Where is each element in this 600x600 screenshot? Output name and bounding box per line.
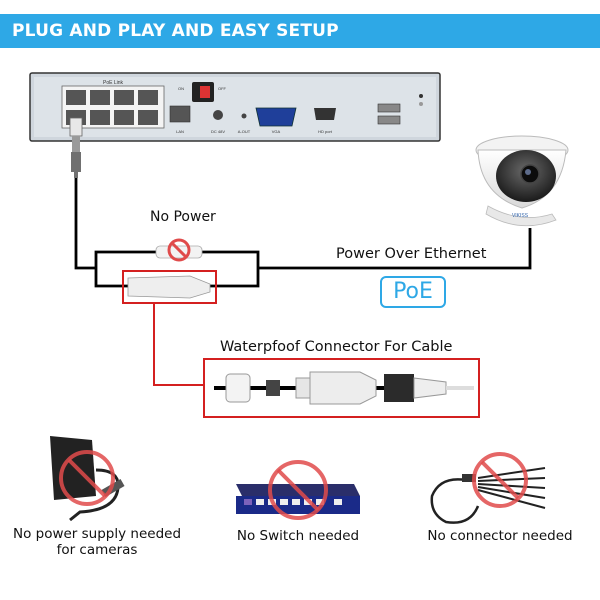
vga-label: VGA <box>272 129 281 134</box>
hdmi-port <box>314 108 336 120</box>
ethernet-cable <box>74 178 532 288</box>
waterproof-connector-assembly <box>214 371 474 405</box>
cable-splitter <box>127 275 211 299</box>
usb-port-2 <box>377 115 401 125</box>
on-label: ON <box>178 86 184 91</box>
switch-caption: No Switch needed <box>236 528 360 544</box>
header-banner: PLUG AND PLAY AND EASY SETUP <box>0 14 600 48</box>
power-supply-caption-line2: for cameras <box>56 542 138 558</box>
network-switch <box>236 460 360 520</box>
power-supply-caption: No power supply needed for cameras <box>2 526 192 558</box>
nvr-device: PoE Link LAN ON OFF DC 48V A-OUT VGA HD … <box>29 72 441 142</box>
off-label: OFF <box>218 86 227 91</box>
dc-jack <box>213 110 223 120</box>
no-switch-prohibit-slash <box>276 468 320 512</box>
lan-port <box>169 105 191 123</box>
power-splitter <box>430 452 546 524</box>
no-power-label: No Power <box>150 209 216 225</box>
power-supply-caption-line1: No power supply needed <box>12 526 182 542</box>
ground-screw-2 <box>419 102 423 106</box>
waterproof-link <box>122 270 480 418</box>
no-power-supply-prohibit-slash <box>67 458 107 498</box>
waterproof-connector-label: Waterpfoof Connector For Cable <box>220 339 453 355</box>
vga-port <box>255 107 297 127</box>
power-adapter <box>50 436 125 522</box>
audio-jack <box>241 113 247 119</box>
no-switch-prohibit-icon <box>268 460 328 520</box>
lan-label: LAN <box>176 129 184 134</box>
connector-caption: No connector needed <box>427 528 573 544</box>
power-plug <box>155 238 203 262</box>
poe-badge: PoE <box>380 276 446 308</box>
dc-label: DC 48V <box>211 129 225 134</box>
rj45-plug <box>69 117 83 178</box>
hdmi-label: HD port <box>318 129 333 134</box>
audio-label: A-OUT <box>238 129 251 134</box>
no-connector-prohibit-icon <box>472 452 528 508</box>
power-over-ethernet-label: Power Over Ethernet <box>336 246 487 262</box>
camera-logo: VIKISS <box>512 213 529 219</box>
banner-title: PLUG AND PLAY AND EASY SETUP <box>12 21 339 41</box>
no-connector-prohibit-slash <box>480 460 520 500</box>
poe-link-label: PoE Link <box>103 80 124 86</box>
usb-port-1 <box>377 103 401 113</box>
power-switch-rocker <box>200 86 210 98</box>
dome-camera: VIKISS <box>475 135 569 227</box>
no-power-prohibit-slash <box>170 241 188 259</box>
no-power-supply-prohibit-icon <box>59 450 115 506</box>
no-power-prohibit-icon <box>167 238 191 262</box>
ground-screw <box>419 94 423 98</box>
